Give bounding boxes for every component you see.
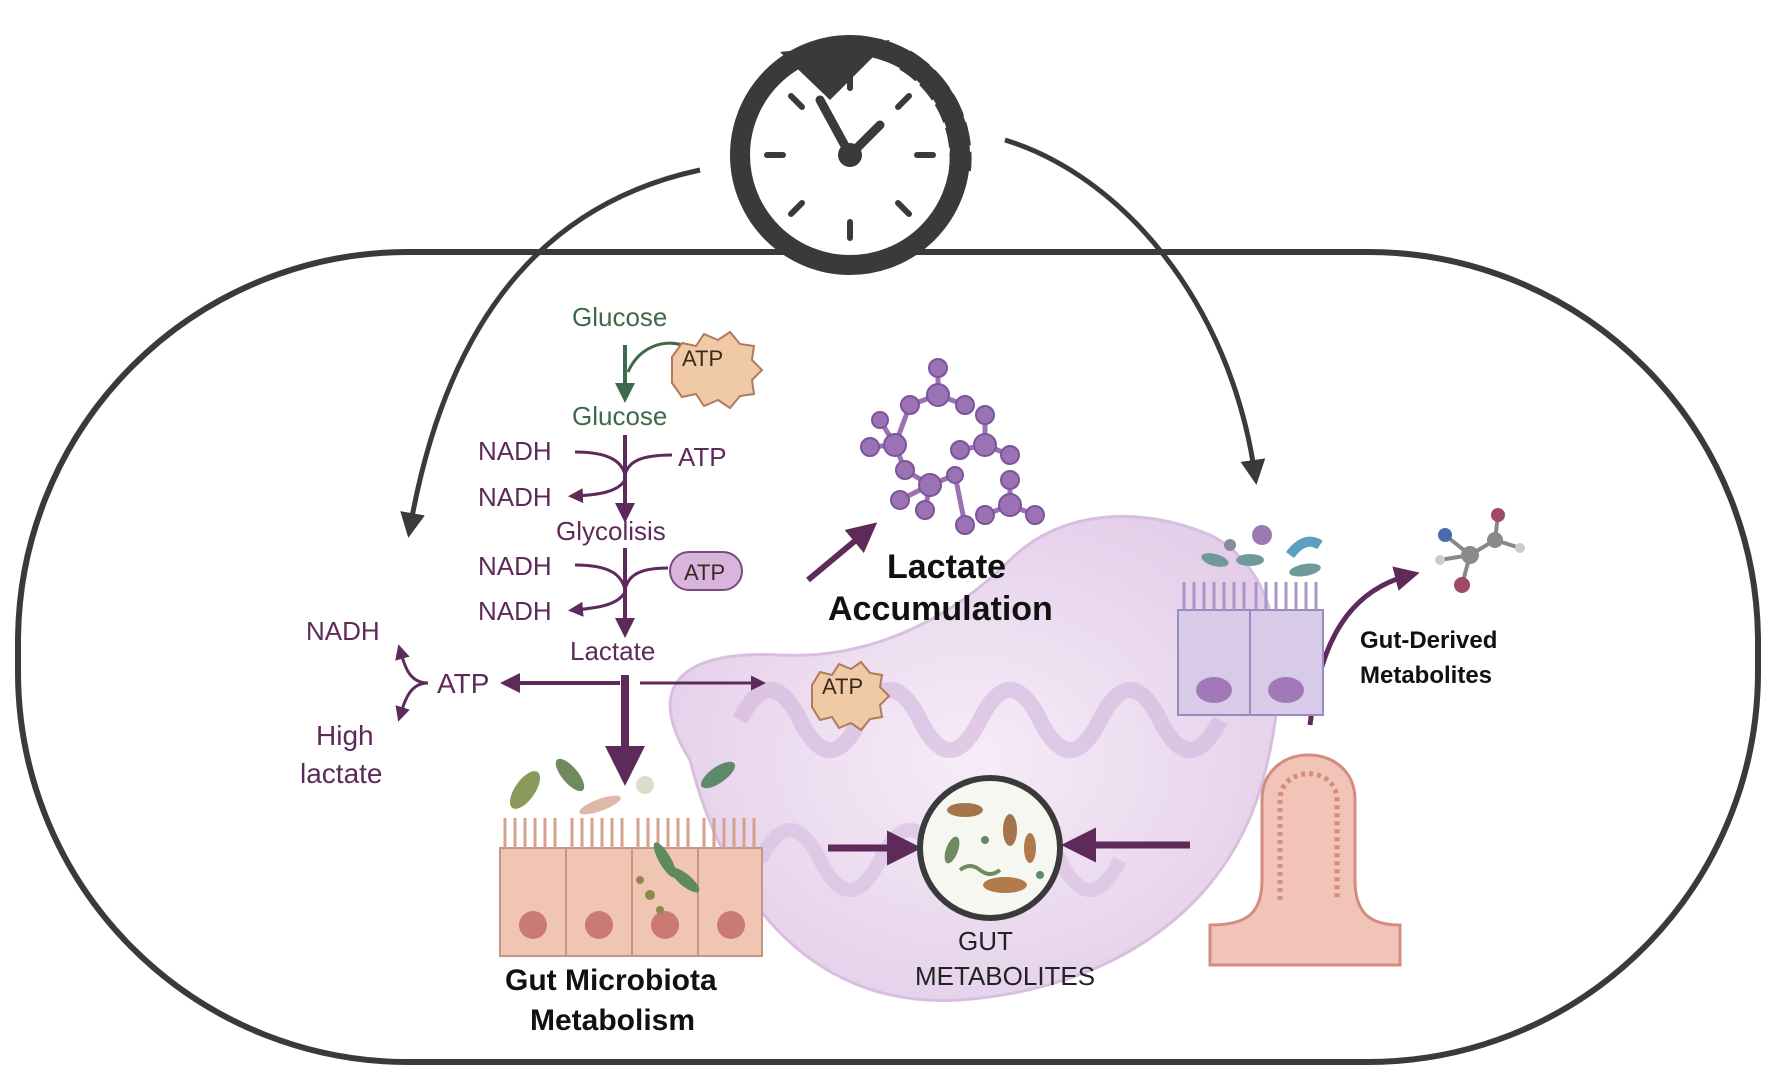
label-high: High <box>316 720 374 751</box>
title-lactate-2: Accumulation <box>828 590 1053 628</box>
gut-metabolites-circle <box>917 775 1063 921</box>
clock-cycle-icon <box>730 35 972 275</box>
clock-arrow-left <box>400 167 701 538</box>
label-atp-1: ATP <box>678 442 727 472</box>
title-gut-derived-1: Gut-Derived <box>1360 627 1497 654</box>
atp-pill <box>669 551 743 591</box>
intestinal-villus <box>1208 753 1402 967</box>
label-lactate: Lactate <box>570 636 655 666</box>
label-glucose-top: Glucose <box>572 302 667 332</box>
label-metabolites: METABOLITES <box>915 961 1095 991</box>
purple-epithelium <box>1177 525 1324 716</box>
label-atp-left: ATP <box>437 668 489 699</box>
label-nadh-1: NADH <box>478 436 552 466</box>
label-nadh-4: NADH <box>478 596 552 626</box>
title-microbiota-2: Metabolism <box>530 1004 695 1037</box>
label-nadh-2: NADH <box>478 482 552 512</box>
label-glucose-mid: Glucose <box>572 401 667 431</box>
label-lactate-low: lactate <box>300 758 383 789</box>
atp-badge-top <box>671 330 764 410</box>
label-nadh-left: NADH <box>306 616 380 646</box>
label-glycolysis: Glycolisis <box>556 516 666 546</box>
title-lactate-1: Lactate <box>887 548 1006 586</box>
atp-badge-top-label: ATP <box>682 346 723 371</box>
title-gut-derived-2: Metabolites <box>1360 662 1492 689</box>
atp-badge-right-label: ATP <box>822 674 863 699</box>
microbiota-epithelium <box>499 818 763 957</box>
clock-arrow-right <box>1004 137 1266 485</box>
atp-pill-label: ATP <box>684 560 725 585</box>
arrow-to-accumulation <box>806 522 878 583</box>
label-gut: GUT <box>958 926 1013 956</box>
molecule-icon <box>1435 508 1525 593</box>
bacteria-icon <box>509 758 736 914</box>
lactate-molecule-cluster <box>860 358 1045 535</box>
atp-badge-right <box>811 660 891 732</box>
title-microbiota-1: Gut Microbiota <box>505 964 717 997</box>
label-nadh-3: NADH <box>478 551 552 581</box>
